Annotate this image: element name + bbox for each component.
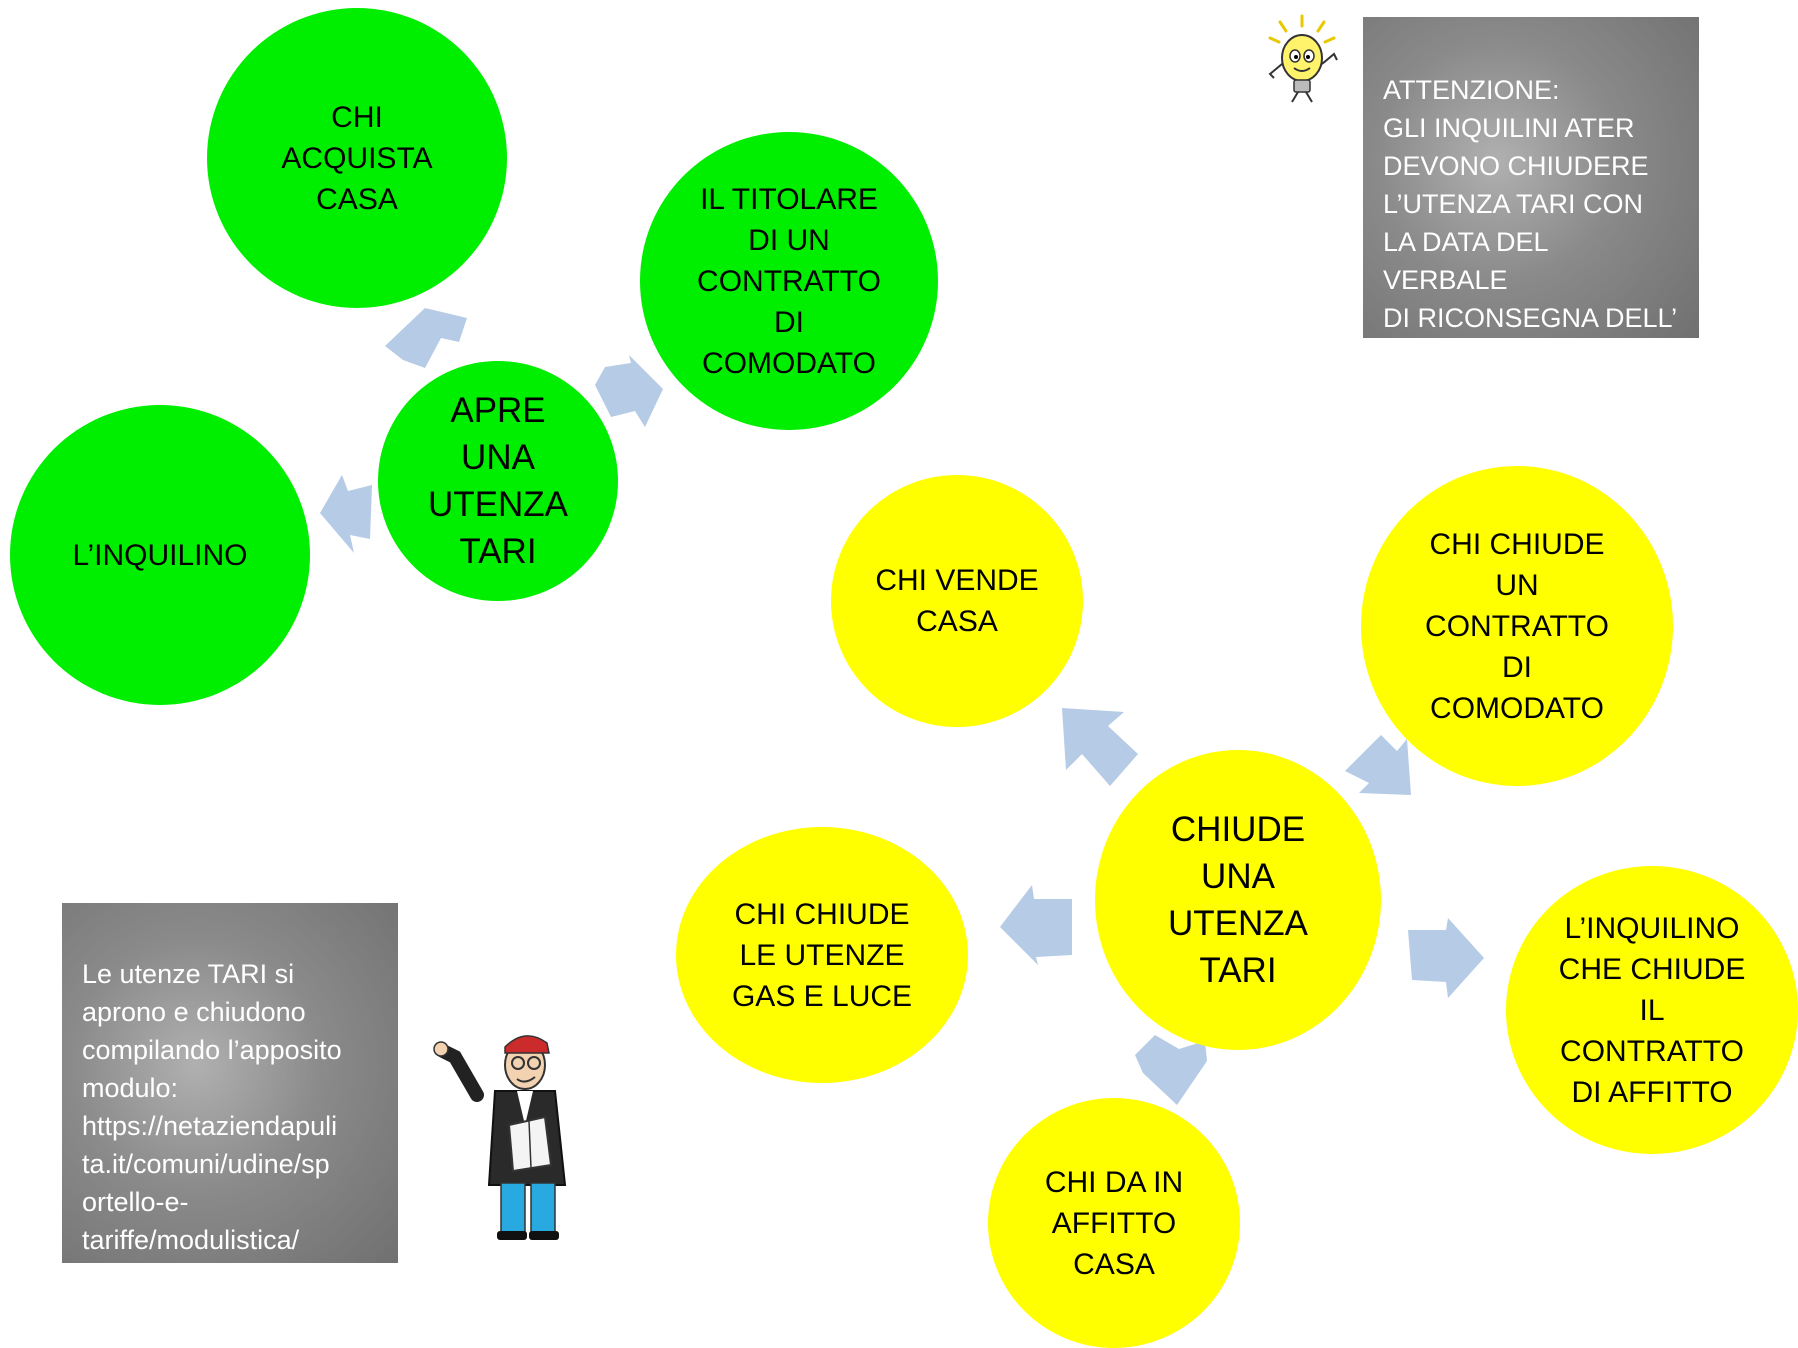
node-label: CHI DA IN AFFITTO CASA — [1044, 1165, 1184, 1281]
node-inquilino-affitto: L’INQUILINO CHE CHIUDE IL CONTRATTO DI A… — [1506, 866, 1798, 1154]
info-note: Le utenze TARI si aprono e chiudono comp… — [62, 903, 398, 1263]
node-chi-acquista-casa: CHI ACQUISTA CASA — [207, 8, 507, 308]
node-titolare-comodato: IL TITOLARE DI UN CONTRATTO DI COMODATO — [640, 132, 938, 430]
center-chiude-utenza-tari: CHIUDE UNA UTENZA TARI — [1095, 750, 1381, 1050]
warning-note: ATTENZIONE: GLI INQUILINI ATER DEVONO CH… — [1363, 17, 1699, 371]
node-label: CHI CHIUDE UN CONTRATTO DI COMODATO — [1425, 527, 1609, 725]
node-chiude-gas-luce: CHI CHIUDE LE UTENZE GAS E LUCE — [676, 827, 968, 1083]
node-label: IL TITOLARE DI UN CONTRATTO DI COMODATO — [697, 182, 881, 380]
center-label: CHIUDE UNA UTENZA TARI — [1168, 810, 1308, 990]
lightbulb-icon — [1268, 14, 1338, 103]
node-label: CHI VENDE CASA — [875, 564, 1039, 638]
arrow-to-chiude-comodato — [1345, 735, 1411, 795]
arrow-to-comodato — [595, 355, 663, 427]
center-apre-utenza-tari: APRE UNA UTENZA TARI — [378, 361, 618, 601]
node-label: CHI CHIUDE LE UTENZE GAS E LUCE — [731, 897, 913, 1013]
arrow-to-affitto — [1408, 918, 1484, 998]
node-chiude-comodato: CHI CHIUDE UN CONTRATTO DI COMODATO — [1361, 466, 1673, 786]
arrow-to-vende — [1062, 708, 1138, 786]
arrow-to-acquista — [385, 308, 467, 368]
arrow-to-da-affitto — [1135, 1035, 1207, 1105]
arrow-to-gas-luce — [1000, 885, 1072, 965]
teacher-illustration — [425, 1035, 567, 1240]
center-label: APRE UNA UTENZA TARI — [428, 391, 568, 571]
arrow-to-inquilino — [320, 475, 372, 553]
node-label: L’INQUILINO — [72, 538, 248, 572]
node-chi-vende-casa: CHI VENDE CASA — [831, 475, 1083, 727]
node-chi-da-in-affitto: CHI DA IN AFFITTO CASA — [988, 1098, 1240, 1348]
node-label: CHI ACQUISTA CASA — [281, 100, 433, 216]
warning-note-text: ATTENZIONE: GLI INQUILINI ATER DEVONO CH… — [1383, 75, 1678, 371]
node-label: L’INQUILINO CHE CHIUDE IL CONTRATTO DI A… — [1558, 911, 1746, 1109]
info-note-text: Le utenze TARI si aprono e chiudono comp… — [82, 959, 342, 1255]
node-inquilino: L’INQUILINO — [10, 405, 310, 705]
